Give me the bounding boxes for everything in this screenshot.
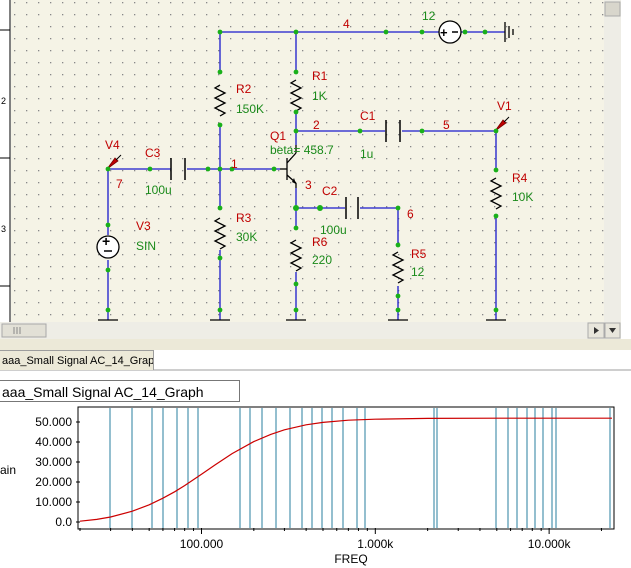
graph-panel: 50.000 40.000 30.000 20.000 10.000 0.0 100.00… <box>0 406 615 566</box>
y-axis: 50.000 40.000 30.000 20.000 10.000 0.0 <box>35 415 80 529</box>
value-r4: 10K <box>512 190 533 204</box>
y-tick-label: 40.000 <box>35 435 72 449</box>
svg-text:+: + <box>440 25 448 40</box>
x-axis-label: FREQ <box>334 552 367 566</box>
value-r2: 150K <box>236 102 264 116</box>
connection-dots <box>105 29 499 313</box>
y-tick-label: 20.000 <box>35 475 72 489</box>
label-q1: Q1 <box>270 129 286 143</box>
ruler-mark: 3 <box>1 224 6 234</box>
value-c2: 100u <box>320 223 347 237</box>
value-q1: beta= 458.7 <box>270 143 334 157</box>
ground-symbols <box>98 22 514 321</box>
y-tick-label: 30.000 <box>35 455 72 469</box>
resistor-r6 <box>289 239 303 272</box>
label-c3: C3 <box>145 146 161 160</box>
resistor-r5 <box>391 251 405 284</box>
horizontal-scrollbar[interactable] <box>0 322 621 339</box>
value-r3: 30K <box>236 230 257 244</box>
node-label: 1 <box>231 157 238 171</box>
schematic-editor[interactable]: 2 3 <box>0 0 621 339</box>
capacitor-symbols[interactable] <box>170 120 401 219</box>
value-c1: 1u <box>360 147 373 161</box>
value-r5: 12 <box>411 265 425 279</box>
label-v1: V1 <box>497 99 512 113</box>
x-tick-label: 1.000k <box>357 537 394 551</box>
resistor-symbols[interactable] <box>213 79 503 284</box>
battery-source[interactable]: + <box>438 20 462 44</box>
probe-v1[interactable] <box>494 116 510 132</box>
resistor-r1 <box>289 79 303 112</box>
label-r3: R3 <box>236 211 252 225</box>
x-tick-label: 10.000k <box>528 537 572 551</box>
splitter[interactable] <box>0 339 631 350</box>
value-r6: 220 <box>312 253 332 267</box>
x-tick-label: 100.000 <box>180 537 224 551</box>
label-v3: V3 <box>136 219 151 233</box>
label-r5: R5 <box>411 247 427 261</box>
svg-text:+: + <box>102 233 110 249</box>
ruler-mark: 2 <box>1 96 6 106</box>
horizontal-scroll-thumb[interactable] <box>1 323 47 338</box>
resistor-r3 <box>213 217 227 250</box>
resistor-r4 <box>489 177 503 210</box>
y-tick-label: 50.000 <box>35 415 72 429</box>
node-label: 7 <box>116 177 123 191</box>
node-label: 2 <box>313 118 320 132</box>
label-v4: V4 <box>105 138 120 152</box>
label-r2: R2 <box>236 82 252 96</box>
node-label: 4 <box>343 17 350 31</box>
transistor-q1[interactable] <box>280 145 297 188</box>
y-tick-label: 0.0 <box>55 515 72 529</box>
y-axis-label: ain <box>0 463 16 477</box>
label-r6: R6 <box>312 235 328 249</box>
x-axis: 100.000 1.000k 10.000k <box>79 528 602 551</box>
probe-v4[interactable] <box>106 154 122 170</box>
tab-graph[interactable]: aaa_Small Signal AC_14_Graph <box>0 350 154 370</box>
value-battery: 12 <box>422 9 436 23</box>
label-r1: R1 <box>312 69 328 83</box>
gain-trace <box>79 417 612 522</box>
left-ruler <box>0 0 11 322</box>
value-r1: 1K <box>312 89 327 103</box>
resistor-r2 <box>213 84 227 117</box>
graph-title: aaa_Small Signal AC_14_Graph <box>0 380 240 402</box>
cursor-lines <box>109 408 611 528</box>
vertical-scrollbar[interactable] <box>604 0 621 322</box>
y-tick-label: 10.000 <box>35 495 72 509</box>
voltage-source-v3[interactable]: + <box>96 233 120 259</box>
value-c3: 100u <box>145 183 172 197</box>
plot-area[interactable] <box>77 406 615 530</box>
label-c2: C2 <box>322 184 338 198</box>
label-c1: C1 <box>360 109 376 123</box>
node-label: 6 <box>407 207 414 221</box>
node-label: 3 <box>305 178 312 192</box>
label-r4: R4 <box>512 171 528 185</box>
node-label: 5 <box>443 118 450 132</box>
value-v3: SIN <box>136 239 156 253</box>
